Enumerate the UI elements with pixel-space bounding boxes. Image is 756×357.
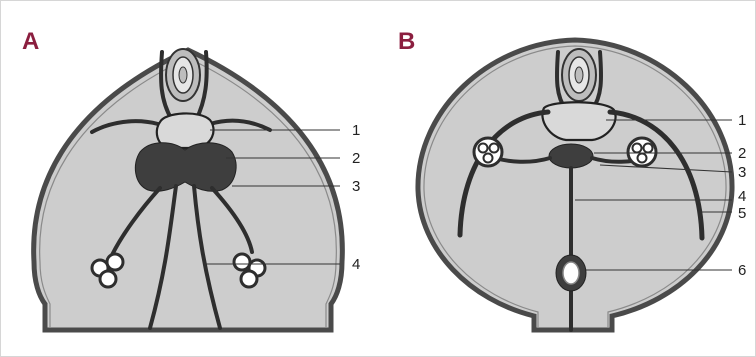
panel-a-label-3: 3 <box>352 178 360 195</box>
panel-b-label-6: 6 <box>738 262 746 279</box>
panel-a-central-canal <box>179 67 187 83</box>
panel-a-letter: A <box>22 28 39 55</box>
panel-b-structure-1 <box>542 102 615 140</box>
panel-b-glomerulus-right <box>628 138 656 166</box>
panel-b-central-canal <box>575 67 583 83</box>
panel-a-label-1: 1 <box>352 122 360 139</box>
panel-a-label-2: 2 <box>352 150 360 167</box>
panel-b-label-4: 4 <box>738 188 746 205</box>
panel-b: B <box>398 28 746 330</box>
panel-b-label-3: 3 <box>738 164 746 181</box>
panel-b-glomerulus-left <box>474 138 502 166</box>
panel-b-label-5: 5 <box>738 205 746 222</box>
panel-a: A <box>22 28 360 330</box>
panel-b-structure-2 <box>549 144 593 168</box>
panel-b-label-2: 2 <box>738 145 746 162</box>
panel-b-label-1: 1 <box>738 112 746 129</box>
panel-a-label-4: 4 <box>352 256 360 273</box>
panel-b-structure-6-lumen <box>563 262 579 284</box>
panel-b-letter: B <box>398 28 415 55</box>
